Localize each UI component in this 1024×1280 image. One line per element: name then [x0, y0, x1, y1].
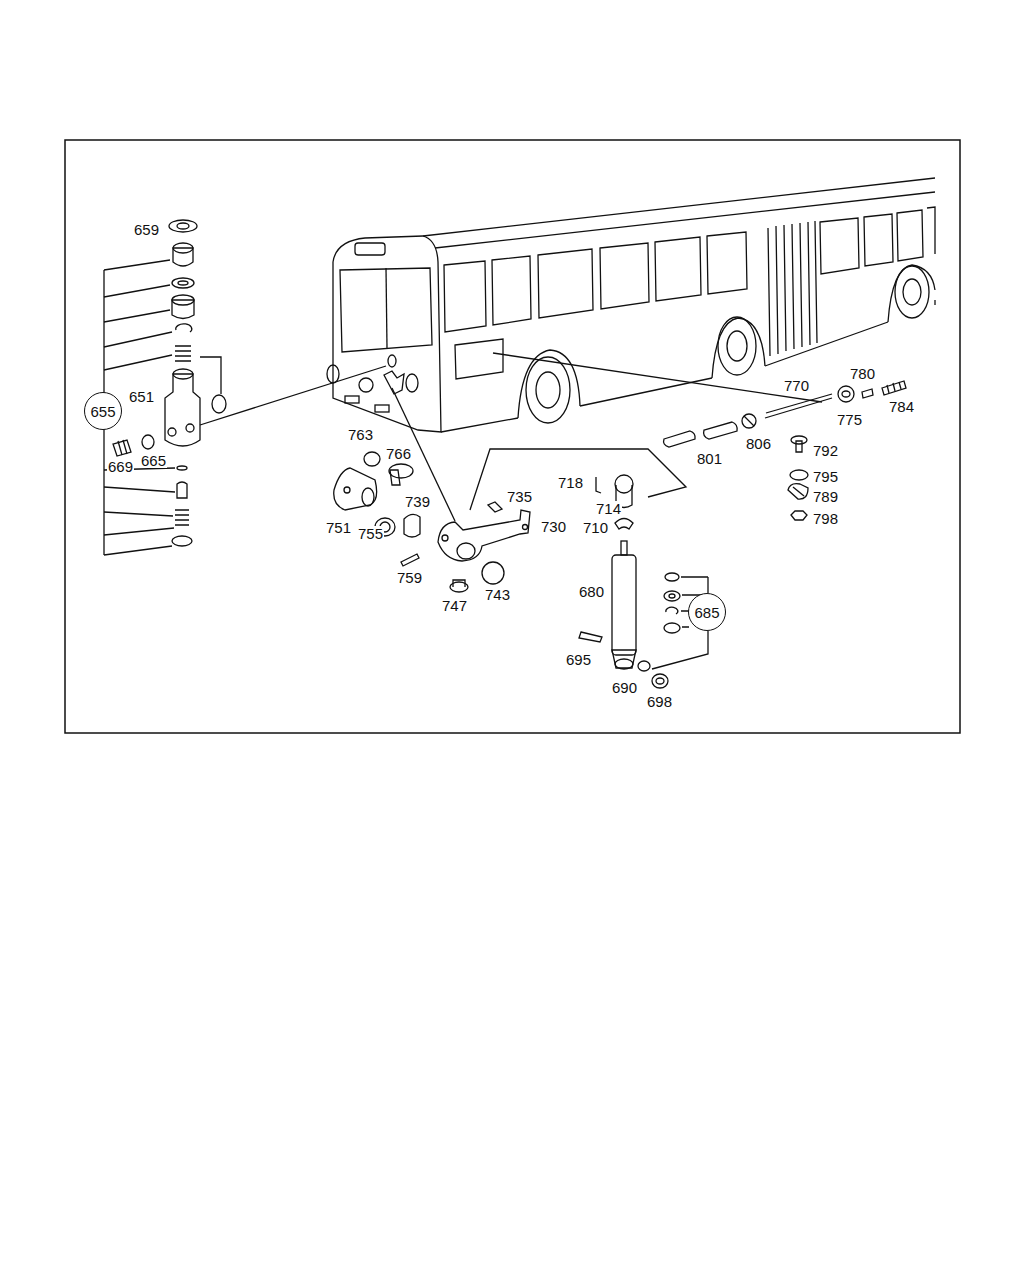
callout-number: 775	[836, 412, 863, 427]
callout-number: 685	[694, 605, 719, 620]
callout-number: 759	[396, 570, 423, 585]
callout-number: 751	[325, 520, 352, 535]
callout-number: 698	[646, 694, 673, 709]
callout-number: 714	[595, 501, 622, 516]
callout-number: 735	[506, 489, 533, 504]
callout-number: 784	[888, 399, 915, 414]
callout-number: 665	[140, 453, 167, 468]
callout-number: 780	[849, 366, 876, 381]
callout-number: 695	[565, 652, 592, 667]
callout-number: 747	[441, 598, 468, 613]
callout-number: 795	[812, 469, 839, 484]
callout-number: 710	[582, 520, 609, 535]
callout-number: 730	[540, 519, 567, 534]
callout-circle: 655	[84, 392, 122, 430]
callout-number: 669	[107, 459, 134, 474]
callout-number: 690	[611, 680, 638, 695]
callout-circle: 685	[688, 593, 726, 631]
callout-number: 655	[90, 404, 115, 419]
callout-number: 789	[812, 489, 839, 504]
callout-number: 801	[696, 451, 723, 466]
callout-number: 770	[783, 378, 810, 393]
callout-number: 792	[812, 443, 839, 458]
callout-number: 718	[557, 475, 584, 490]
callout-number: 798	[812, 511, 839, 526]
callout-number: 659	[133, 222, 160, 237]
callout-number: 763	[347, 427, 374, 442]
callout-number: 766	[385, 446, 412, 461]
callout-number: 680	[578, 584, 605, 599]
callout-number: 739	[404, 494, 431, 509]
callout-number: 755	[357, 526, 384, 541]
callout-number: 743	[484, 587, 511, 602]
callout-number: 806	[745, 436, 772, 451]
callout-number: 651	[128, 389, 155, 404]
